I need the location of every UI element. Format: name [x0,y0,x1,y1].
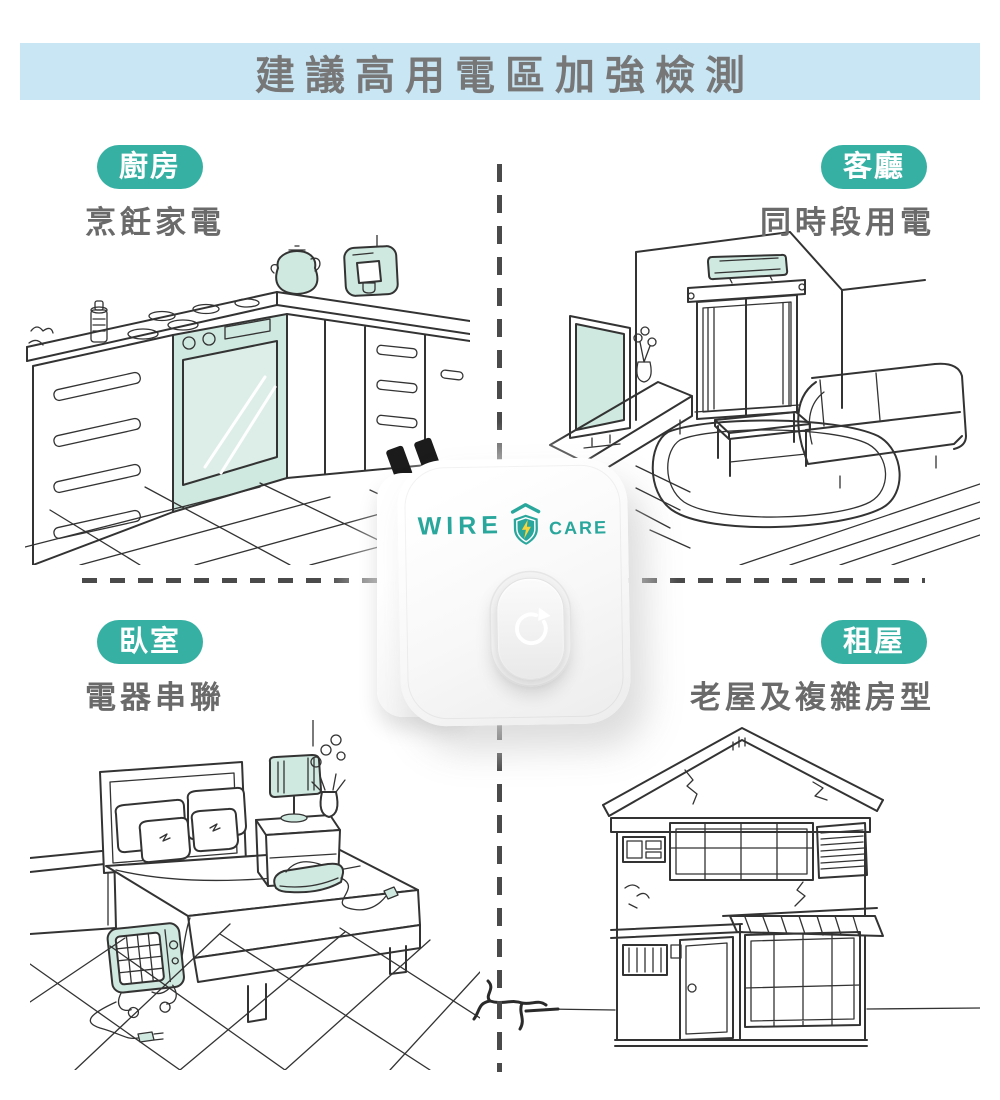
bedroom-floor-tiles [30,923,480,1070]
bottle [28,300,108,346]
oven [172,313,288,513]
coffee-table [714,411,811,477]
space-heater [106,922,185,1019]
lower-floor [610,923,868,1047]
brand-text-wire: WIRE [417,510,504,541]
ground [545,1007,980,1011]
clothes-iron [273,861,399,911]
ground-crack [472,979,560,1031]
wirecare-plug-device: WIRE CARE [375,437,633,745]
bedroom-label-pill: 臥室 [97,620,204,664]
side-cabinet [30,849,117,935]
living-room-subtitle: 同時段用電 [760,205,935,240]
pillows [114,786,247,864]
roof [602,727,884,817]
table-lamp [268,754,322,823]
device-front-face: WIRE CARE [396,457,632,727]
living-room-label-group: 客廳 同時段用電 [760,145,935,242]
rental-label-group: 租屋 老屋及複雜房型 [690,620,935,717]
power-restart-icon [515,607,551,646]
kitchen-burners [127,298,260,340]
living-room-illustration [549,231,980,565]
shield-lightning-icon [511,503,541,545]
upper-floor [610,817,871,933]
living-walls [635,231,926,421]
brand-logo: WIRE CARE [397,501,628,549]
power-button-ring [488,570,573,688]
heater-cord [89,1001,164,1043]
brand-text-care: CARE [548,516,609,538]
title-banner: 建議高用電區加強檢測 [20,43,980,100]
bedroom-label-group: 臥室 電器串聯 [85,620,225,717]
old-house-illustration [545,727,980,1047]
sofa [797,362,967,489]
bedroom-subtitle: 電器串聯 [85,680,225,715]
kitchen-subtitle: 烹飪家電 [85,205,225,240]
rental-label-pill: 租屋 [820,620,927,664]
kitchen-label-group: 廚房 烹飪家電 [85,145,225,242]
rug [651,419,901,529]
awning [722,907,884,937]
bedroom-illustration [30,720,480,1070]
window [687,279,806,420]
flower-vase [633,326,657,383]
rental-subtitle: 老屋及複雜房型 [690,680,935,715]
living-room-label-pill: 客廳 [820,145,927,189]
coffee-maker [343,235,399,297]
kettle [270,245,321,295]
kitchen-label-pill: 廚房 [97,145,204,189]
air-conditioner [707,253,789,284]
page-title: 建議高用電區加強檢測 [255,53,755,98]
power-button [495,577,566,681]
